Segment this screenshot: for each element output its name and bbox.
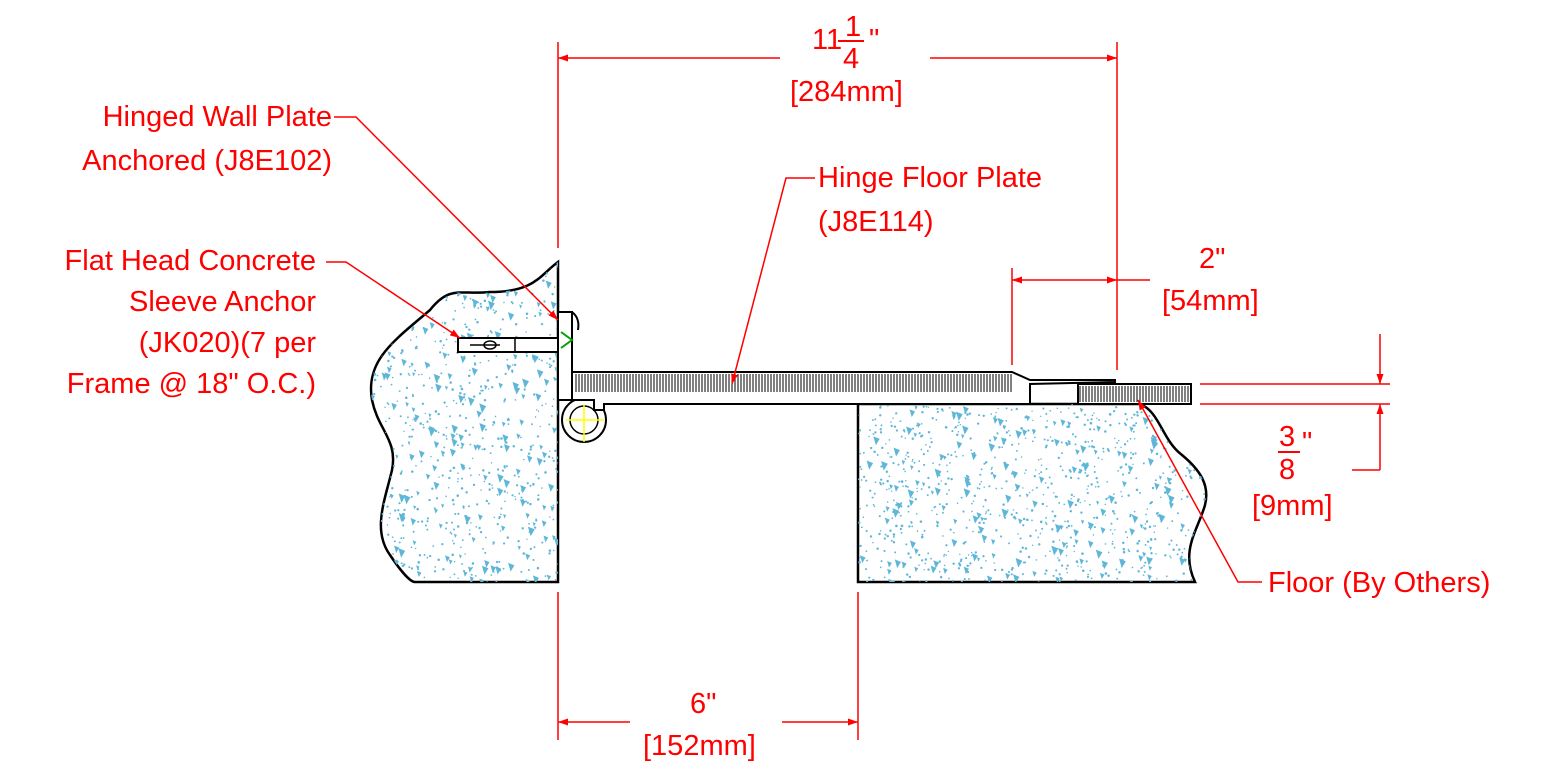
dimension-gap-width: 6" [152mm]: [558, 688, 858, 762]
extension-lines: [557, 42, 1390, 740]
hinged-wall-plate-label-2: Anchored (J8E102): [82, 145, 332, 177]
dimension-overall-width: 11 1 4 " [284mm]: [558, 11, 1117, 108]
hinge-floor-plate-label-2: (J8E114): [818, 206, 934, 238]
overall-dim-metric: [284mm]: [790, 76, 903, 108]
anchor-label-1: Flat Head Concrete: [65, 245, 316, 277]
thickness-dim-numerator: 3: [1279, 421, 1295, 453]
overall-dim-whole: 11: [812, 24, 842, 56]
anchor-label-3: (JK020)(7 per: [139, 327, 317, 359]
floor-plate-tread-hatch: [575, 374, 1012, 392]
overall-dim-numerator: 1: [845, 11, 861, 43]
thickness-dim-denominator: 8: [1279, 454, 1295, 486]
gap-dim-metric: [152mm]: [643, 730, 756, 762]
floor-covering: [1077, 383, 1192, 405]
thickness-dim-metric: [9mm]: [1252, 490, 1333, 522]
dimension-plate-thickness: 3 8 " [9mm]: [1252, 334, 1384, 522]
thickness-dim-inch: ": [1302, 427, 1312, 459]
ramp-dim-metric: [54mm]: [1162, 285, 1259, 317]
right-concrete-speckle: [858, 404, 1207, 582]
left-concrete-wall: [369, 259, 560, 584]
anchor-label-4: Frame @ 18" O.C.): [67, 368, 316, 400]
ramp-dim-imperial: 2": [1199, 243, 1225, 275]
callout-hinge-floor-plate: Hinge Floor Plate (J8E114): [731, 162, 1042, 385]
anchor-label-2: Sleeve Anchor: [129, 286, 316, 318]
overall-dim-inch: ": [869, 24, 879, 56]
hinge-floor-plate: [571, 371, 1116, 411]
callout-hinged-wall-plate: Hinged Wall Plate Anchored (J8E102): [82, 101, 559, 321]
overall-dim-denominator: 4: [843, 43, 859, 75]
callout-sleeve-anchor: Flat Head Concrete Sleeve Anchor (JK020)…: [65, 245, 461, 400]
gap-dim-imperial: 6": [690, 688, 716, 720]
right-concrete-slab: [856, 402, 1208, 584]
dimension-ramp-width: 2" [54mm]: [1012, 243, 1259, 317]
sleeve-anchor: [457, 337, 559, 353]
hinged-wall-plate-label-1: Hinged Wall Plate: [103, 101, 332, 133]
weld-mark: [560, 331, 574, 349]
hinge-floor-plate-label-1: Hinge Floor Plate: [818, 162, 1042, 194]
floor-label: Floor (By Others): [1268, 567, 1490, 599]
callout-floor: Floor (By Others): [1137, 399, 1490, 599]
hinged-wall-plate: [557, 311, 580, 401]
